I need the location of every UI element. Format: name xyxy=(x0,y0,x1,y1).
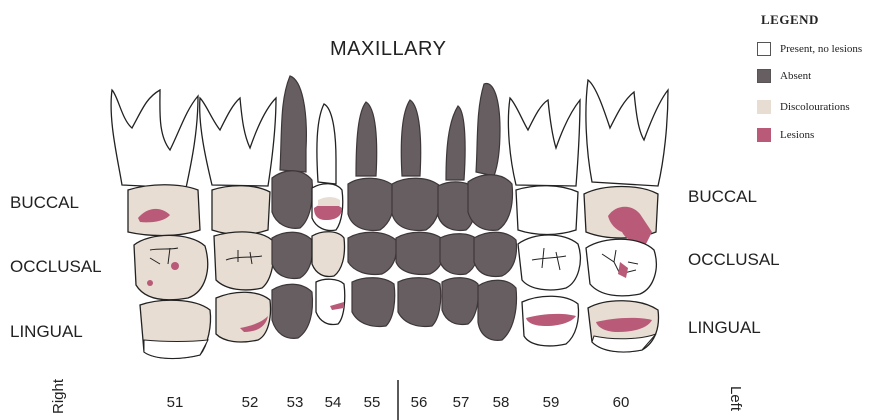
tooth-55-buccal xyxy=(348,178,394,230)
tooth-number-51: 51 xyxy=(160,394,190,411)
tooth-56 xyxy=(392,100,444,326)
tooth-53 xyxy=(272,76,313,338)
tooth-51-lingual-white xyxy=(144,340,208,358)
tooth-60-root xyxy=(586,80,668,186)
side-label-right: Right xyxy=(50,379,67,414)
tooth-59 xyxy=(508,98,580,346)
tooth-56-occlusal xyxy=(396,232,444,274)
tooth-53-root xyxy=(280,76,306,172)
tooth-56-lingual xyxy=(398,278,441,327)
tooth-54-occlusal xyxy=(312,232,345,277)
tooth-52-lingual xyxy=(216,292,271,342)
tooth-59-occlusal xyxy=(518,235,580,290)
tooth-58-root xyxy=(476,83,500,176)
tooth-60 xyxy=(584,80,668,352)
tooth-58-lingual xyxy=(478,280,516,340)
tooth-56-buccal xyxy=(392,178,440,230)
tooth-55 xyxy=(348,102,396,326)
tooth-55-occlusal xyxy=(348,232,396,274)
tooth-59-buccal xyxy=(516,186,578,235)
tooth-54 xyxy=(312,104,345,325)
tooth-number-57: 57 xyxy=(446,394,476,411)
tooth-number-53: 53 xyxy=(280,394,310,411)
tooth-57-occlusal xyxy=(440,234,479,275)
tooth-number-59: 59 xyxy=(536,394,566,411)
tooth-54-lingual xyxy=(316,279,345,324)
tooth-51-occlusal xyxy=(134,235,208,299)
tooth-58-occlusal xyxy=(474,232,516,276)
tooth-number-60: 60 xyxy=(606,394,636,411)
tooth-53-lingual xyxy=(272,284,312,338)
tooth-55-root xyxy=(356,102,377,176)
tooth-number-56: 56 xyxy=(404,394,434,411)
tooth-51-occlusal-lesion-2 xyxy=(147,280,153,286)
tooth-number-58: 58 xyxy=(486,394,516,411)
tooth-53-occlusal xyxy=(272,232,313,278)
tooth-52-occlusal xyxy=(214,232,274,290)
tooth-55-lingual xyxy=(352,278,395,327)
tooth-56-root xyxy=(401,100,420,176)
tooth-57-lingual xyxy=(442,278,479,325)
tooth-51-buccal xyxy=(128,185,200,236)
tooth-59-root xyxy=(508,98,580,186)
tooth-53-buccal xyxy=(272,171,313,229)
tooth-58-buccal xyxy=(468,175,512,231)
tooth-57-root xyxy=(446,106,465,180)
tooth-number-55: 55 xyxy=(357,394,387,411)
tooth-52 xyxy=(200,98,276,342)
side-label-left: Left xyxy=(727,386,744,411)
tooth-number-52: 52 xyxy=(235,394,265,411)
tooth-52-root xyxy=(200,98,276,186)
tooth-52-buccal xyxy=(212,186,270,235)
tooth-51-root xyxy=(111,90,198,188)
tooth-51 xyxy=(111,90,210,358)
tooth-number-54: 54 xyxy=(318,394,348,411)
tooth-51-occlusal-lesion xyxy=(171,262,179,270)
tooth-54-root xyxy=(317,104,336,184)
